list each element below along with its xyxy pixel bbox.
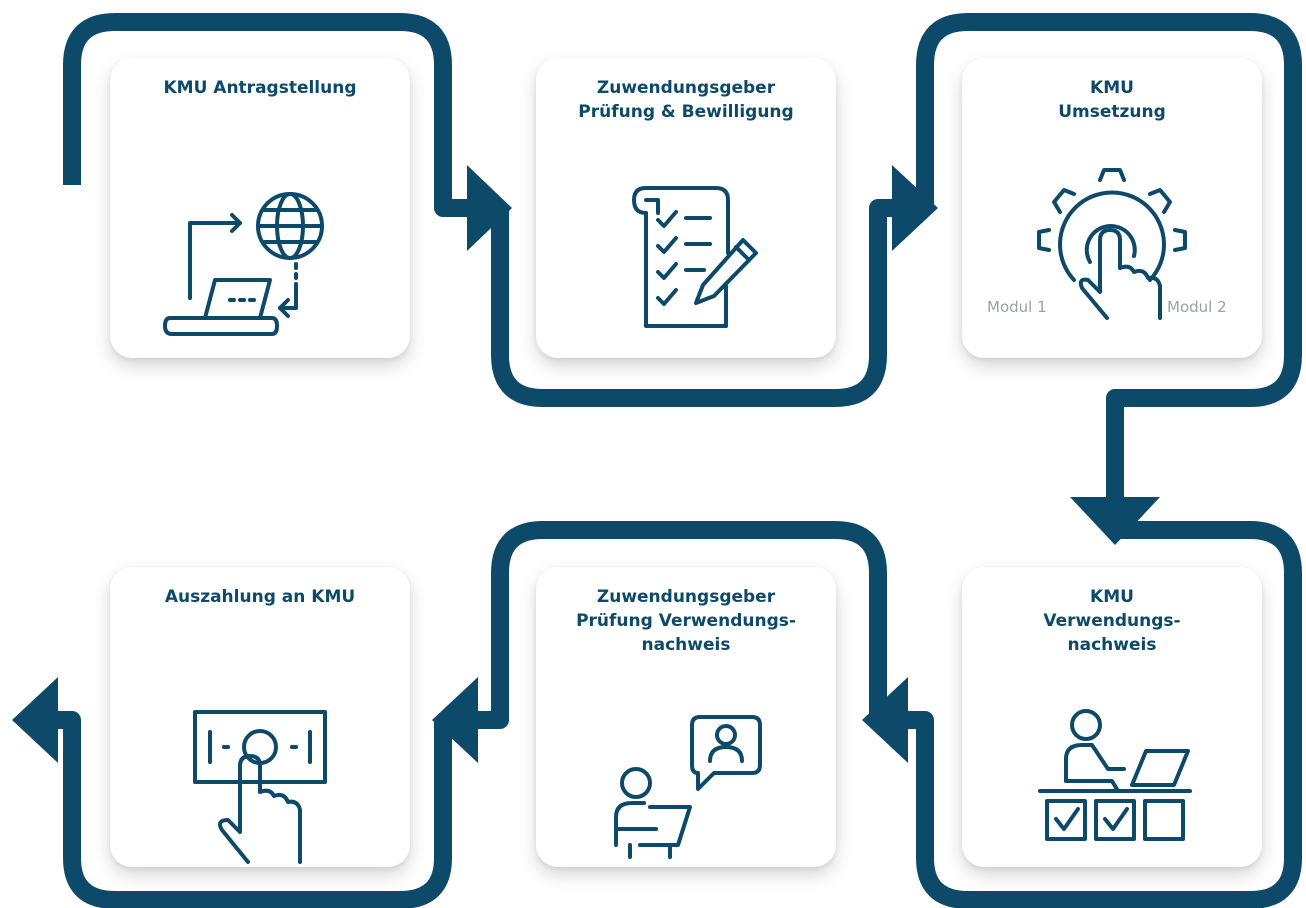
flow-line-step4 — [905, 521, 1302, 908]
step-card-verwendungsnachweis: KMU Verwendungs- nachweis — [962, 567, 1262, 867]
step-title-line: KMU Antragstellung — [163, 78, 357, 98]
arrow-right-2 — [892, 165, 938, 251]
flow-line-step2 — [491, 199, 895, 407]
step-title-line: Prüfung Verwendungs- — [576, 611, 796, 631]
hand-banknote-icon — [160, 702, 360, 872]
step-card-pruefung-verwendungsnachweis: Zuwendungsgeber Prüfung Verwendungs- nac… — [536, 567, 836, 867]
arrow-left-6 — [12, 677, 58, 763]
step-card-auszahlung: Auszahlung an KMU — [110, 567, 410, 867]
step-title-line: nachweis — [1067, 635, 1157, 655]
step-title-line: KMU — [1090, 78, 1134, 98]
step-card-antragstellung: KMU Antragstellung — [110, 58, 410, 358]
step-title: KMU Verwendungs- nachweis — [962, 585, 1262, 657]
step-title-line: Verwendungs- — [1043, 611, 1181, 631]
laptop-globe-icon — [160, 168, 360, 338]
step-title: KMU Antragstellung — [110, 76, 410, 100]
module-2-label: Modul 2 — [1167, 298, 1227, 316]
person-desk-checkboxes-icon — [1012, 707, 1212, 877]
flow-line-step6 — [55, 711, 452, 908]
checklist-pencil-icon — [586, 168, 786, 338]
arrow-right-1 — [467, 165, 512, 251]
step-title-line: nachweis — [641, 635, 731, 655]
step-title-line: Auszahlung an KMU — [164, 587, 356, 607]
step-title-line: Zuwendungsgeber — [596, 587, 776, 607]
step-title-line: Umsetzung — [1058, 102, 1166, 122]
flow-line-step3 — [916, 13, 1302, 500]
module-1-label: Modul 1 — [987, 298, 1047, 316]
step-title-line: Prüfung & Bewilligung — [578, 102, 794, 122]
step-title: Zuwendungsgeber Prüfung Verwendungs- nac… — [536, 585, 836, 657]
step-title-line: Zuwendungsgeber — [596, 78, 776, 98]
gear-hand-icon — [1012, 168, 1212, 338]
person-speech-bubble-icon — [586, 707, 786, 877]
step-title: Zuwendungsgeber Prüfung & Bewilligung — [536, 76, 836, 124]
arrow-left-4 — [862, 677, 908, 763]
step-title-line: KMU — [1090, 587, 1134, 607]
step-title: Auszahlung an KMU — [110, 585, 410, 609]
flow-line-step1 — [63, 13, 470, 217]
arrow-down-3 — [1070, 497, 1160, 545]
arrow-left-5 — [432, 677, 478, 763]
step-card-pruefung-bewilligung: Zuwendungsgeber Prüfung & Bewilligung — [536, 58, 836, 358]
flow-line-step5 — [475, 521, 887, 729]
step-title: KMU Umsetzung — [962, 76, 1262, 124]
step-card-umsetzung: KMU Umsetzung Modul 1 Modul 2 — [962, 58, 1262, 358]
